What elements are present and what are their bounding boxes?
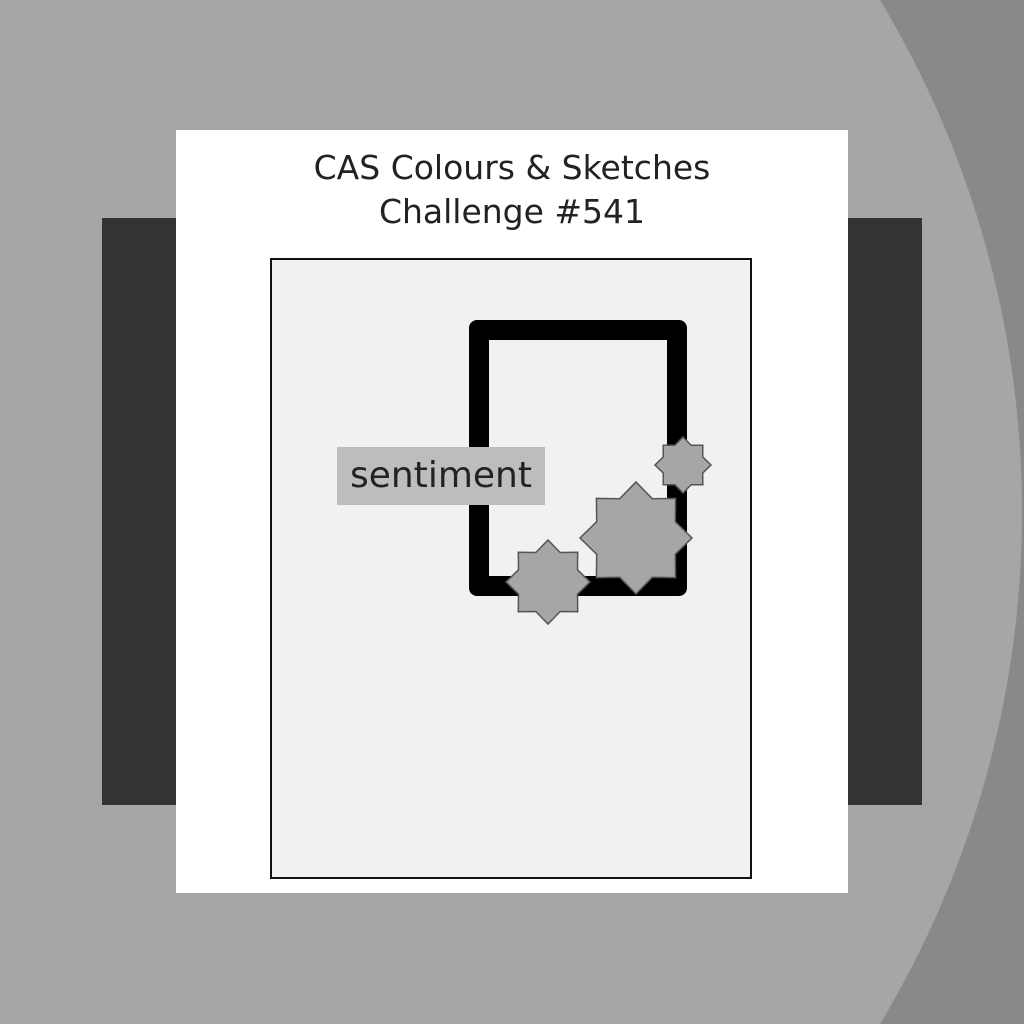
- title-line-1: CAS Colours & Sketches: [313, 148, 711, 187]
- title-line-2: Challenge #541: [378, 192, 646, 231]
- sentiment-label: sentiment: [337, 447, 545, 505]
- star-embellishment-1: [653, 435, 713, 495]
- star-embellishment-3: [504, 538, 592, 626]
- sketch-title: CAS Colours & Sketches Challenge #541: [176, 146, 848, 234]
- star-embellishment-2: [578, 480, 694, 596]
